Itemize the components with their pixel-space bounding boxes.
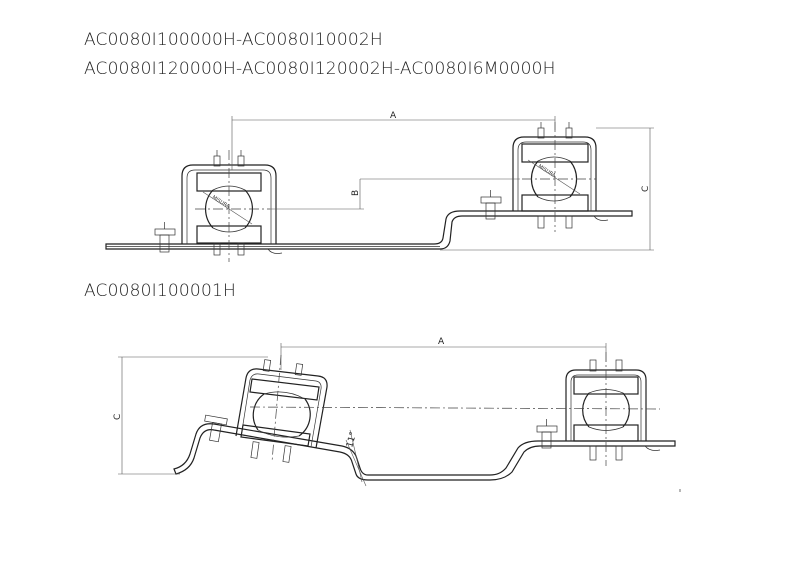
bottom-angle-label: 11° xyxy=(345,431,359,449)
bottom-dimension-c: C xyxy=(113,356,268,475)
bottom-left-bracket xyxy=(235,354,328,463)
bottom-dim-a-label: A xyxy=(438,337,445,347)
bottom-right-plate-bolt xyxy=(536,419,558,449)
right-top-misura-label: MISURA xyxy=(537,164,557,180)
top-dim-a-label: A xyxy=(390,111,397,121)
product-codes-line-1: AC0080I100000H-AC0080I10002H xyxy=(84,30,383,50)
top-dimension-b: B xyxy=(270,178,520,210)
bottom-dim-c-label: C xyxy=(113,414,123,420)
bottom-drawing: A C 11° xyxy=(113,337,681,492)
top-dimension-a: A xyxy=(231,111,556,170)
top-drawing: MISURA MISURA xyxy=(105,111,654,262)
top-dim-b-label: B xyxy=(351,190,361,196)
top-left-plate-bolt xyxy=(154,222,176,253)
bottom-angle-dimension: 11° xyxy=(345,429,367,487)
top-dimension-c: C xyxy=(440,127,654,251)
top-right-plate-bolt xyxy=(480,190,502,220)
product-code-line-3: AC0080I100001H xyxy=(84,281,236,301)
bottom-left-plate-bolt xyxy=(204,414,228,443)
top-base-plate xyxy=(105,210,633,250)
top-left-bracket: MISURA xyxy=(181,150,277,262)
bottom-base-plate xyxy=(173,423,676,481)
top-dim-c-label: C xyxy=(641,186,651,192)
bottom-dimension-a: A xyxy=(280,337,607,370)
left-top-misura-label: MISURA xyxy=(211,195,231,211)
product-codes-line-2: AC0080I120000H-AC0080I120002H-AC0080I6M0… xyxy=(84,59,556,79)
